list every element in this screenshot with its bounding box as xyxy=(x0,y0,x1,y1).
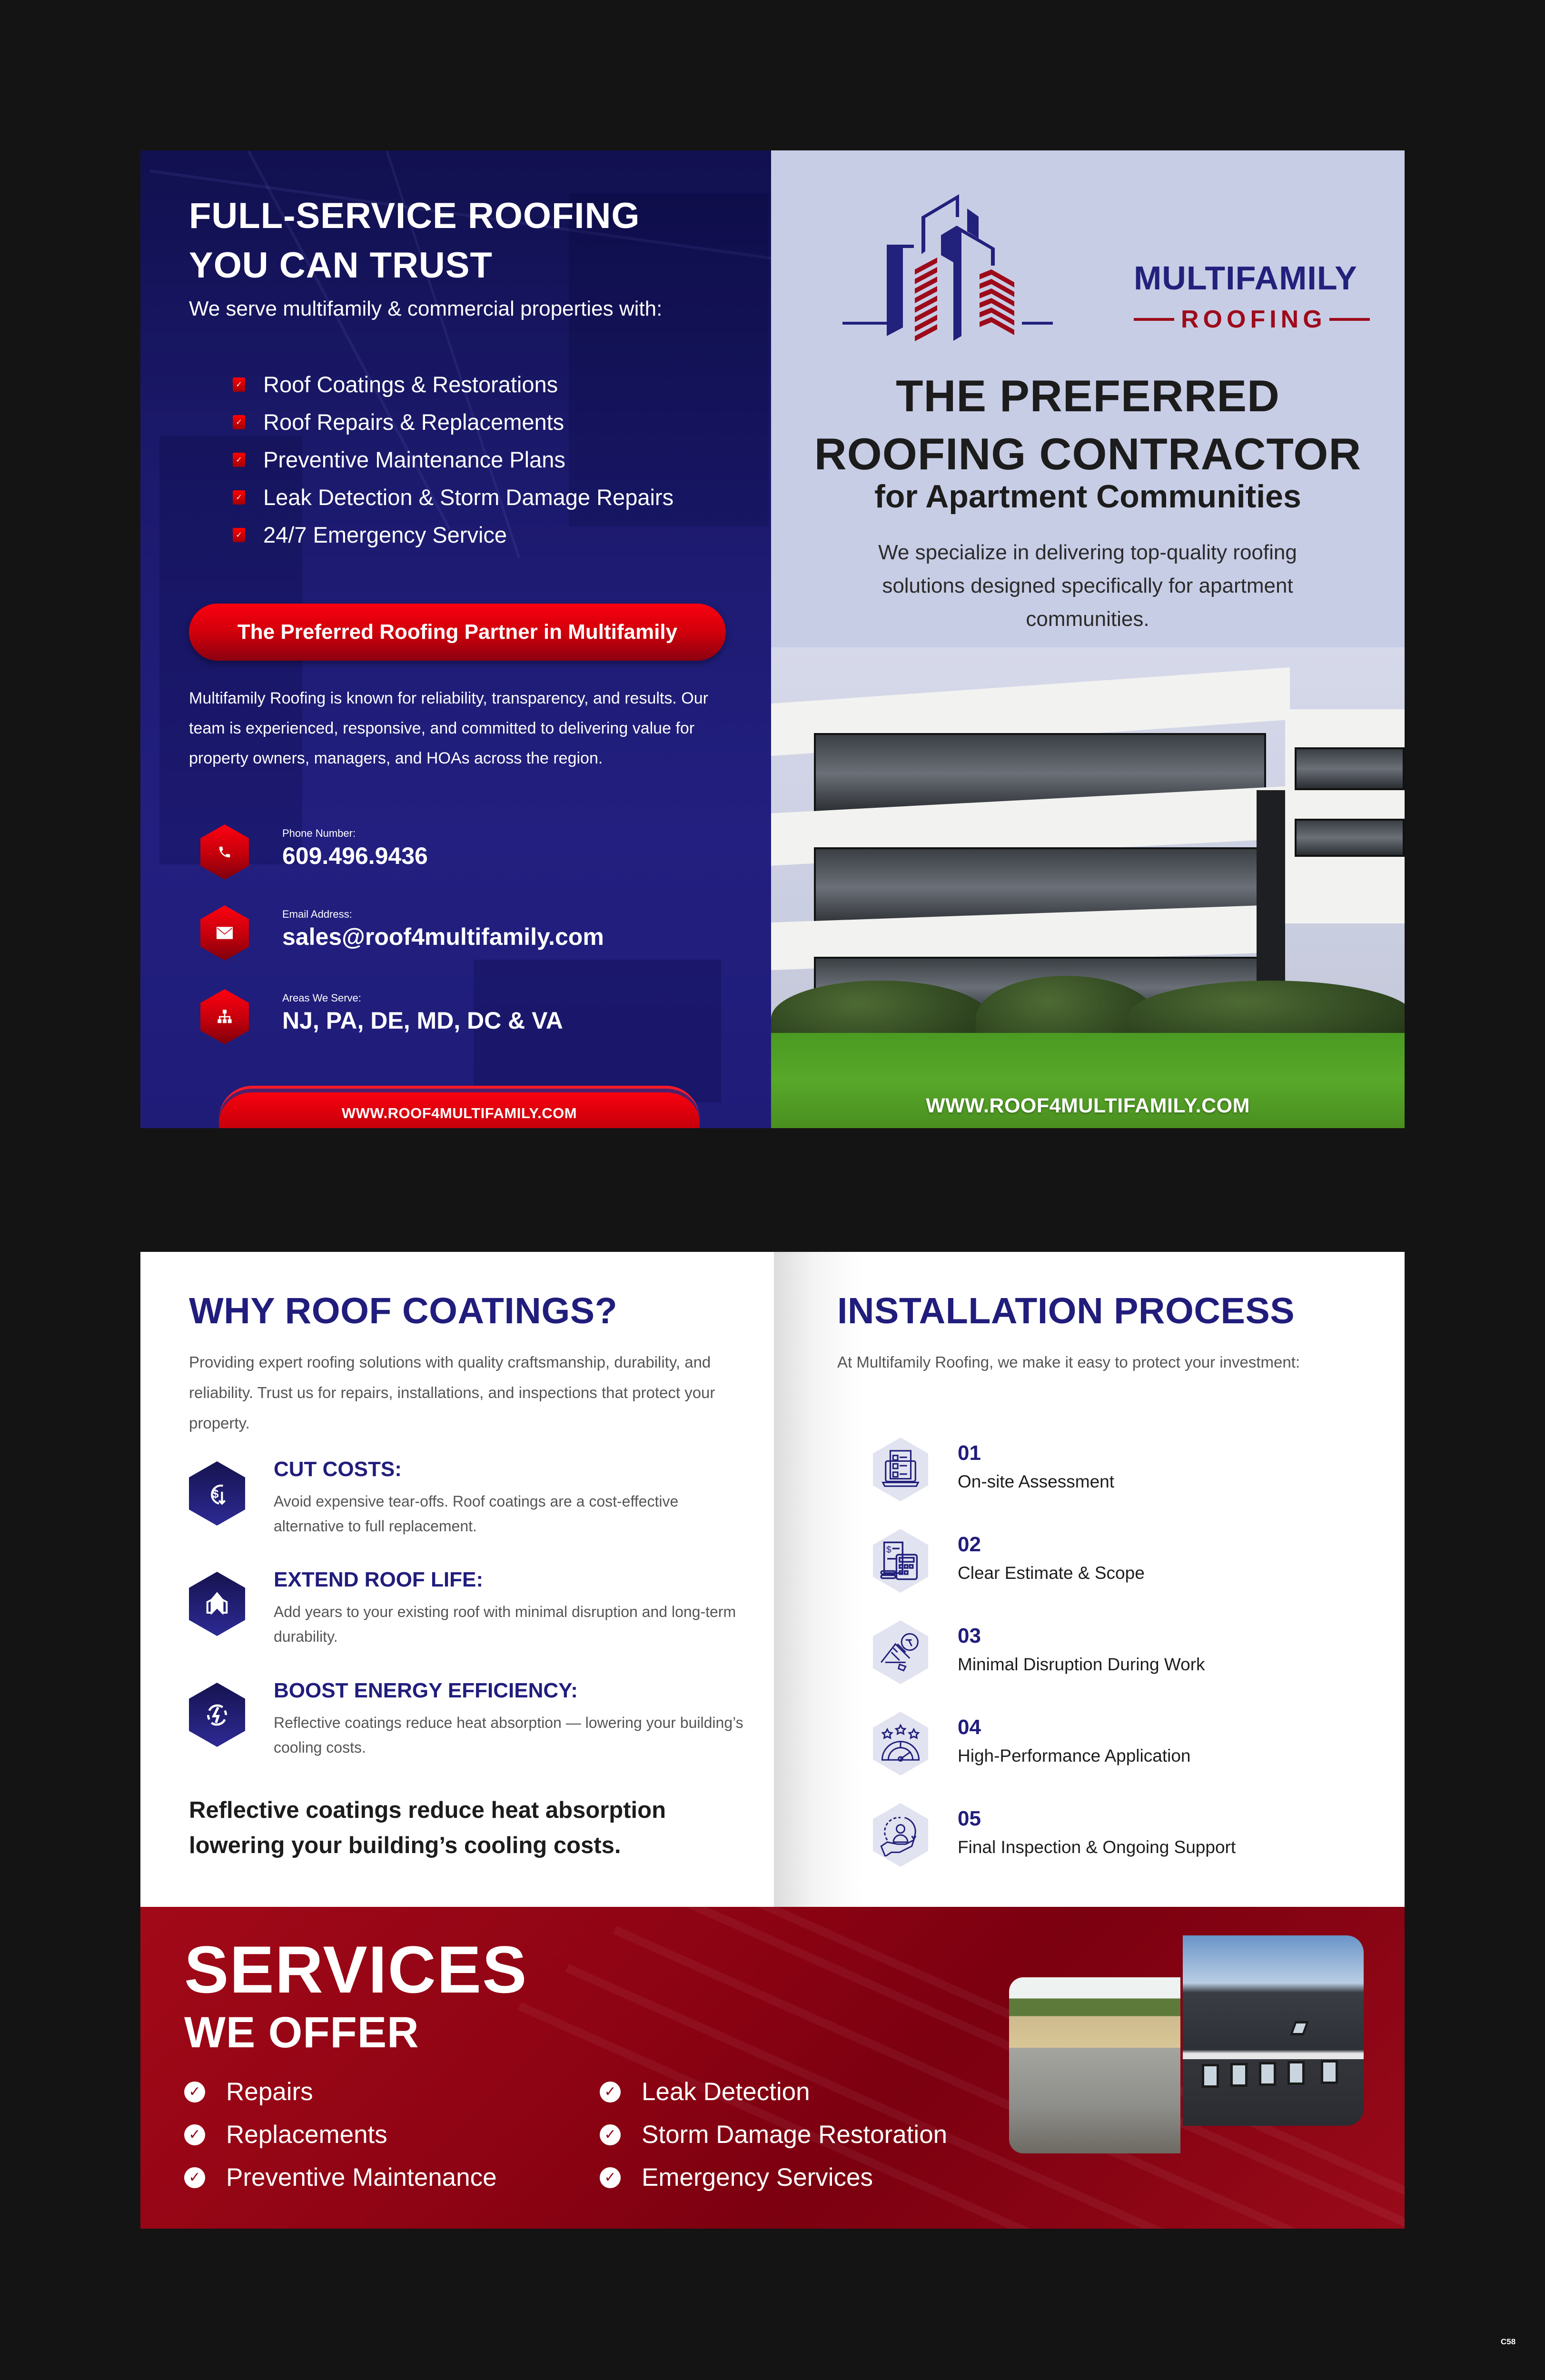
website-link[interactable]: WWW.ROOF4MULTIFAMILY.COM xyxy=(219,1086,700,1128)
red-check-icon: ✓ xyxy=(233,415,245,429)
red-check-icon: ✓ xyxy=(233,377,245,392)
service-offer-item: ✓Emergency Services xyxy=(600,2163,873,2192)
headline-subtitle: for Apartment Communities xyxy=(874,478,1301,515)
logo-name: MULTIFAMILY xyxy=(1134,259,1357,297)
process-step: 04 High-Performance Application xyxy=(873,1712,1349,1775)
red-check-icon: ✓ xyxy=(233,527,245,542)
roof-hammer-icon xyxy=(873,1620,928,1684)
check-circle-icon: ✓ xyxy=(184,2081,205,2102)
intro-text: We serve multifamily & commercial proper… xyxy=(189,297,663,320)
phone-label: Phone Number: xyxy=(282,827,356,839)
check-circle-icon: ✓ xyxy=(600,2167,621,2188)
partner-banner: The Preferred Roofing Partner in Multifa… xyxy=(189,604,726,661)
contact-phone[interactable]: Phone Number: 609.496.9436 xyxy=(200,824,428,880)
service-offer-item: ✓Preventive Maintenance xyxy=(184,2163,497,2192)
front-left-panel: FULL-SERVICE ROOFING YOU CAN TRUST We se… xyxy=(140,150,771,1128)
service-offer-item: ✓Storm Damage Restoration xyxy=(600,2120,947,2149)
support-hand-icon xyxy=(873,1803,928,1867)
contact-email[interactable]: Email Address: sales@roof4multifamily.co… xyxy=(200,905,604,961)
buildings-logo-icon xyxy=(842,194,1053,341)
installation-description: At Multifamily Roofing, we make it easy … xyxy=(837,1353,1300,1371)
service-item: ✓Leak Detection & Storm Damage Repairs xyxy=(233,478,673,516)
check-circle-icon: ✓ xyxy=(184,2124,205,2145)
service-offer-item: ✓Leak Detection xyxy=(600,2077,810,2106)
why-description: Providing expert roofing solutions with … xyxy=(189,1353,715,1432)
email-value[interactable]: sales@roof4multifamily.com xyxy=(282,923,604,950)
red-check-icon: ✓ xyxy=(233,490,245,505)
gauge-stars-icon xyxy=(873,1712,928,1775)
services-title: SERVICES xyxy=(184,1932,528,2007)
phone-value[interactable]: 609.496.9436 xyxy=(282,843,428,869)
svg-text:$: $ xyxy=(212,1488,219,1500)
process-step: 03 Minimal Disruption During Work xyxy=(873,1620,1349,1684)
sitemap-icon xyxy=(200,989,249,1044)
service-offer-item: ✓Repairs xyxy=(184,2077,313,2106)
check-circle-icon: ✓ xyxy=(600,2081,621,2102)
email-label: Email Address: xyxy=(282,908,352,920)
areas-label: Areas We Serve: xyxy=(282,992,361,1004)
phone-icon xyxy=(200,824,249,880)
logo-subtitle: ROOFING xyxy=(1134,305,1370,334)
process-step: $ 02 Clear Estimate & Scope xyxy=(873,1529,1349,1593)
calculator-invoice-icon: $ xyxy=(873,1529,928,1593)
installation-title: INSTALLATION PROCESS xyxy=(837,1290,1295,1331)
areas-value: NJ, PA, DE, MD, DC & VA xyxy=(282,1007,563,1034)
construction-roof-photo xyxy=(1009,1977,1180,2153)
service-offer-item: ✓Replacements xyxy=(184,2120,387,2149)
why-title: WHY ROOF COATINGS? xyxy=(189,1290,618,1331)
energy-quote: Reflective coatings reduce heat absorpti… xyxy=(189,1797,666,1858)
check-circle-icon: ✓ xyxy=(184,2167,205,2188)
finished-roof-photo xyxy=(1183,1935,1364,2126)
brochure-back: WHY ROOF COATINGS? Providing expert roof… xyxy=(140,1252,1405,2229)
hero-title: FULL-SERVICE ROOFING YOU CAN TRUST xyxy=(189,196,640,286)
headline-description: We specialize in delivering top-quality … xyxy=(878,541,1297,631)
main-headline: THE PREFERRED ROOFING CONTRACTOR xyxy=(814,371,1362,479)
services-subtitle: WE OFFER xyxy=(184,2008,419,2057)
services-band: SERVICES WE OFFER ✓Repairs ✓Replacements… xyxy=(140,1907,1405,2229)
catalog-code: C58 xyxy=(1501,2337,1516,2346)
apartment-building-photo: WWW.ROOF4MULTIFAMILY.COM xyxy=(771,647,1405,1128)
check-circle-icon: ✓ xyxy=(600,2124,621,2145)
red-check-icon: ✓ xyxy=(233,452,245,467)
installation-process-panel: INSTALLATION PROCESS At Multifamily Roof… xyxy=(774,1252,1405,1907)
svg-text:$: $ xyxy=(886,1545,891,1555)
photo-website-text[interactable]: WWW.ROOF4MULTIFAMILY.COM xyxy=(926,1094,1250,1117)
service-item: ✓Roof Repairs & Replacements xyxy=(233,403,673,441)
service-item: ✓24/7 Emergency Service xyxy=(233,516,673,554)
front-right-panel: MULTIFAMILY ROOFING THE PREFERRED ROOFIN… xyxy=(771,150,1405,1128)
checklist-laptop-icon xyxy=(873,1438,928,1501)
contact-areas: Areas We Serve: NJ, PA, DE, MD, DC & VA xyxy=(200,989,563,1044)
service-item: ✓Roof Coatings & Restorations xyxy=(233,366,673,403)
envelope-icon xyxy=(200,905,249,961)
brochure-front: FULL-SERVICE ROOFING YOU CAN TRUST We se… xyxy=(140,150,1405,1128)
about-text: Multifamily Roofing is known for reliabi… xyxy=(189,689,708,767)
company-logo: MULTIFAMILY ROOFING xyxy=(838,188,1370,341)
process-step: 01 On-site Assessment xyxy=(873,1438,1349,1501)
service-list: ✓Roof Coatings & Restorations ✓Roof Repa… xyxy=(233,366,673,554)
service-item: ✓Preventive Maintenance Plans xyxy=(233,441,673,478)
why-roof-coatings-panel: WHY ROOF COATINGS? Providing expert roof… xyxy=(140,1252,774,1907)
process-step: 05 Final Inspection & Ongoing Support xyxy=(873,1803,1349,1867)
